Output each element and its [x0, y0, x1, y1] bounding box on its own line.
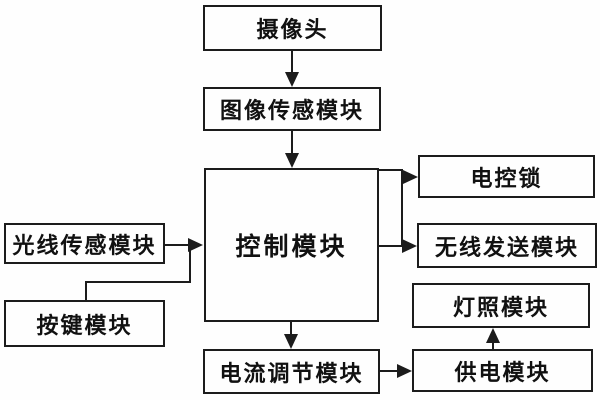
node-image-sensor-module: 图像传感模块	[203, 87, 381, 131]
node-key-module: 按键模块	[4, 300, 165, 347]
node-electric-lock: 电控锁	[418, 155, 595, 198]
arrow-right-icon	[188, 238, 203, 252]
edge-control-right-branch	[379, 169, 403, 247]
edge-power-to-lighting	[486, 328, 500, 349]
node-light-sensor-module: 光线传感模块	[4, 223, 165, 264]
arrow-down-icon	[284, 334, 298, 349]
edge-current-to-power	[380, 364, 412, 378]
edge-control-to-lock	[403, 170, 418, 184]
edge-image-sensor-to-control	[285, 131, 299, 168]
node-wireless-send-module: 无线发送模块	[417, 223, 597, 268]
edge-control-to-wireless	[402, 239, 417, 253]
arrow-right-icon	[402, 239, 417, 253]
edge-control-to-current	[284, 322, 298, 349]
edge-key-to-control	[85, 245, 191, 300]
node-power-supply-module: 供电模块	[412, 349, 593, 392]
arrow-down-icon	[285, 153, 299, 168]
arrow-right-icon	[403, 170, 418, 184]
arrow-up-icon	[486, 328, 500, 343]
edge-camera-to-image-sensor	[285, 51, 299, 87]
node-camera: 摄像头	[203, 5, 382, 51]
arrow-right-icon	[397, 364, 412, 378]
arrow-down-icon	[285, 72, 299, 87]
node-current-regulation-module: 电流调节模块	[203, 349, 380, 394]
edge-light-sensor-to-control	[165, 238, 203, 252]
node-lighting-module: 灯照模块	[412, 283, 590, 328]
node-control-module: 控制模块	[204, 168, 379, 322]
